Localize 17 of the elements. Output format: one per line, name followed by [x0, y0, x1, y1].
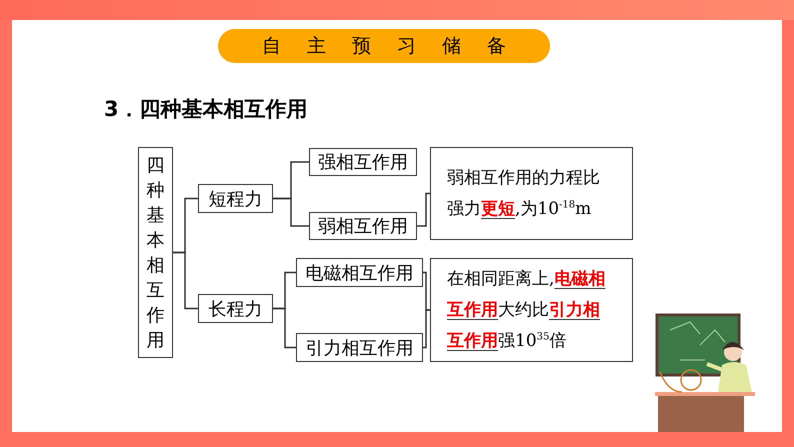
- connector-line: [423, 309, 430, 348]
- banner-heading: 自主预习储备: [217, 28, 551, 64]
- category-box: 电磁相互作用: [296, 258, 423, 287]
- connector-line: [173, 252, 198, 310]
- section-heading: 3．四种基本相互作用: [104, 96, 308, 123]
- category-box: 短程力: [198, 184, 273, 213]
- connector-line: [273, 198, 309, 227]
- category-box: 四种基本相互作用: [138, 147, 173, 358]
- category-box: 弱相互作用: [309, 212, 417, 240]
- note-box: 在相同距离上,电磁相互作用大约比引力相互作用强10$^{35}$倍: [430, 258, 633, 362]
- connector-line: [273, 308, 296, 348]
- category-box: 长程力: [198, 294, 273, 323]
- category-box: 引力相互作用: [296, 333, 423, 362]
- connector-line: [417, 192, 430, 227]
- connector-line: [423, 272, 430, 311]
- category-box: 强相互作用: [309, 148, 417, 176]
- note-box: 弱相互作用的力程比强力更短,为10$^{-18}$m: [430, 147, 633, 240]
